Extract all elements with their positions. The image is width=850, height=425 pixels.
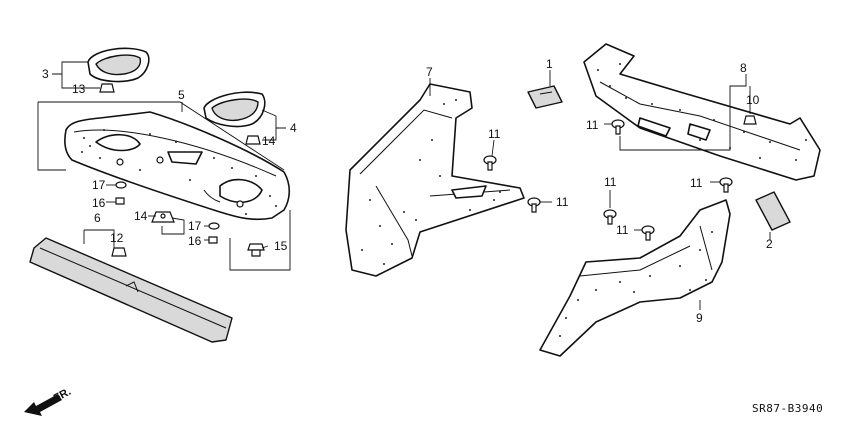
callout-17b: 17 — [188, 219, 202, 233]
clip-13b — [245, 135, 261, 145]
part-3-cover — [87, 47, 150, 83]
callout-11c: 11 — [586, 118, 599, 132]
callout-13a: 13 — [72, 82, 86, 96]
clip-12 — [111, 247, 127, 257]
part-2-cover — [755, 191, 791, 231]
clip-17b — [208, 222, 220, 230]
clip-11c — [611, 119, 625, 135]
callout-6: 6 — [94, 211, 101, 225]
clip-10 — [743, 115, 757, 125]
part-8-rear-panel — [583, 43, 821, 181]
callout-8: 8 — [740, 61, 747, 75]
callout-1: 1 — [546, 57, 553, 71]
callout-2: 2 — [766, 237, 773, 251]
callout-9: 9 — [696, 311, 703, 325]
callout-3: 3 — [42, 67, 49, 81]
clip-11a — [483, 155, 497, 171]
screw-16b — [208, 236, 218, 244]
clip-11d — [719, 177, 733, 193]
part-4-cover — [203, 91, 266, 128]
clip-17a — [115, 181, 127, 189]
clip-11b — [527, 197, 541, 213]
part-1-block — [527, 85, 563, 109]
front-arrow: FR. — [24, 386, 73, 416]
clip-15 — [247, 243, 265, 257]
callout-11e: 11 — [604, 175, 617, 189]
screw-16a — [115, 197, 125, 205]
callout-10: 10 — [746, 93, 760, 107]
callout-5: 5 — [178, 88, 185, 102]
callout-16a: 16 — [92, 196, 106, 210]
callout-11a: 11 — [488, 127, 501, 141]
callout-17a: 17 — [92, 178, 106, 192]
callout-11b: 11 — [556, 195, 569, 209]
callout-16b: 16 — [188, 234, 202, 248]
part-5-rear-shelf — [64, 111, 291, 221]
bracket-14 — [151, 211, 175, 223]
callout-7: 7 — [426, 65, 433, 79]
clip-13a — [99, 83, 115, 93]
callout-11d: 11 — [690, 176, 703, 190]
callout-15: 15 — [274, 239, 288, 253]
part-6-trim-strip — [29, 237, 233, 343]
clip-11f — [641, 225, 655, 241]
clip-11e — [603, 209, 617, 225]
leader-lines — [37, 61, 771, 310]
callout-13b: 14 — [262, 134, 276, 148]
callout-11f: 11 — [616, 223, 629, 237]
diagram-code: SR87-B3940 — [752, 402, 823, 415]
front-arrow-label: FR. — [52, 386, 73, 405]
part-7-trunk-lining — [345, 83, 525, 277]
callout-4: 4 — [290, 121, 297, 135]
callout-14: 14 — [134, 209, 148, 223]
part-9-side-lining — [539, 199, 731, 357]
callout-12: 12 — [110, 231, 124, 245]
